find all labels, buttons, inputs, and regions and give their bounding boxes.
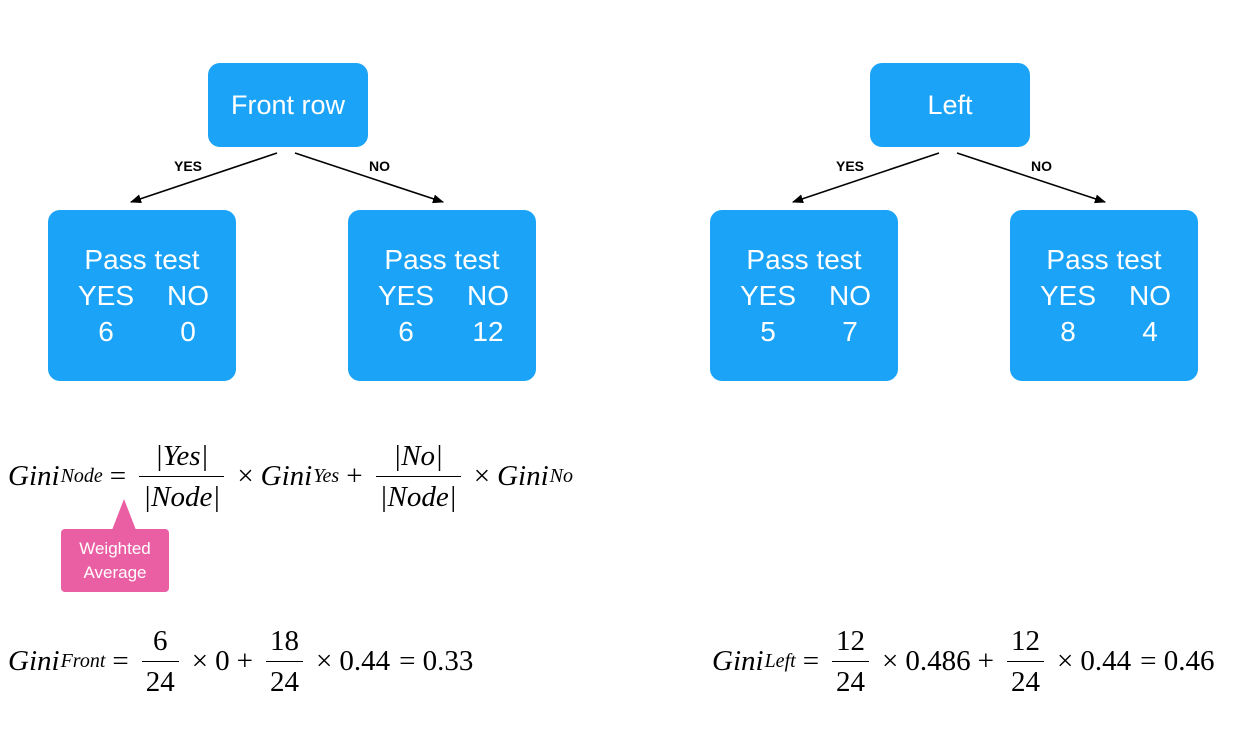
leaf-col-yes: YES xyxy=(1039,279,1097,311)
fraction-denominator: 24 xyxy=(1007,661,1045,700)
formula-lhs-sub: Front xyxy=(60,650,106,672)
plus-sign: + xyxy=(346,460,363,492)
plus-sign: + xyxy=(977,645,995,677)
formula-term: Gini xyxy=(260,460,313,492)
fraction-2: 18 24 xyxy=(265,623,303,700)
times-sign: × xyxy=(473,460,491,492)
times-sign: × xyxy=(1057,645,1074,677)
formula-term: Gini xyxy=(497,460,549,492)
edge-left-yes xyxy=(791,152,940,204)
fraction-denominator: 24 xyxy=(832,661,870,700)
fraction-numerator: 12 xyxy=(836,625,866,657)
leaf-node-front-yes: Pass test YES NO 6 0 xyxy=(48,210,236,381)
leaf-node-front-no: Pass test YES NO 6 12 xyxy=(348,210,536,381)
root-label: Left xyxy=(927,89,973,120)
formula-value: 0.44 xyxy=(339,645,391,677)
leaf-no-count: 4 xyxy=(1142,315,1158,347)
leaf-title: Pass test xyxy=(746,243,862,275)
edge-left-no xyxy=(956,152,1107,204)
leaf-col-yes: YES xyxy=(77,279,135,311)
weighted-average-callout: Weighted Average xyxy=(61,529,169,592)
formula-value: 0.44 xyxy=(1080,645,1132,677)
leaf-yes-count: 5 xyxy=(760,315,776,347)
edge-label-no: NO xyxy=(1031,158,1052,174)
edge-label-yes: YES xyxy=(174,158,203,174)
fraction-denominator: 24 xyxy=(141,661,179,700)
formula-result: = 0.33 xyxy=(399,645,474,677)
formula-lhs: Gini xyxy=(712,645,764,677)
leaf-col-no: NO xyxy=(829,279,871,311)
formula-term-sub: No xyxy=(549,465,573,487)
callout-pointer xyxy=(112,499,136,530)
leaf-node-left-yes: Pass test YES NO 5 7 xyxy=(710,210,898,381)
fraction-2: 12 24 xyxy=(1007,623,1045,700)
callout-line-2: Average xyxy=(83,562,147,582)
root-node-left: Left xyxy=(870,63,1030,147)
formula-value: 0 xyxy=(215,645,230,677)
formula-term-sub: Yes xyxy=(313,465,340,487)
equals-sign: = xyxy=(802,645,820,677)
leaf-col-no: NO xyxy=(1129,279,1171,311)
formula-value: 0.486 xyxy=(905,645,971,677)
edge-front-yes xyxy=(129,152,278,204)
edge-label-no: NO xyxy=(369,158,390,174)
fraction-denominator: |Node| xyxy=(139,476,225,515)
formula-lhs-sub: Node xyxy=(60,465,103,487)
leaf-yes-count: 6 xyxy=(398,315,414,347)
edge-label-yes: YES xyxy=(836,158,865,174)
leaf-no-count: 12 xyxy=(472,315,504,347)
fraction-numerator: 18 xyxy=(269,625,299,657)
formula-lhs: Gini xyxy=(8,645,60,677)
root-label: Front row xyxy=(230,89,346,120)
plus-sign: + xyxy=(236,645,253,677)
leaf-no-count: 7 xyxy=(842,315,858,347)
leaf-title: Pass test xyxy=(1046,243,1162,275)
fraction-denominator: |Node| xyxy=(375,476,461,515)
leaf-node-left-no: Pass test YES NO 8 4 xyxy=(1010,210,1198,381)
equals-sign: = xyxy=(109,460,127,492)
leaf-title: Pass test xyxy=(384,243,500,275)
leaf-col-yes: YES xyxy=(377,279,435,311)
root-node-front-row: Front row xyxy=(208,63,368,147)
fraction-yes: |Yes| |Node| xyxy=(139,438,225,515)
times-sign: × xyxy=(315,645,333,677)
formula-lhs-sub: Left xyxy=(764,650,796,672)
formula-lhs: Gini xyxy=(8,460,60,492)
leaf-col-yes: YES xyxy=(739,279,797,311)
leaf-col-no: NO xyxy=(167,279,209,311)
leaf-yes-count: 8 xyxy=(1060,315,1076,347)
fraction-1: 12 24 xyxy=(832,623,870,700)
leaf-col-no: NO xyxy=(467,279,509,311)
equals-sign: = xyxy=(112,645,129,677)
fraction-numerator: |No| xyxy=(393,440,444,472)
fraction-denominator: 24 xyxy=(265,661,303,700)
callout-line-1: Weighted xyxy=(79,538,151,558)
leaf-no-count: 0 xyxy=(180,315,196,347)
edge-front-no xyxy=(294,152,445,204)
times-sign: × xyxy=(882,645,899,677)
times-sign: × xyxy=(237,460,254,492)
fraction-numerator: |Yes| xyxy=(154,440,209,472)
fraction-1: 6 24 xyxy=(141,623,179,700)
leaf-title: Pass test xyxy=(84,243,200,275)
fraction-numerator: 12 xyxy=(1011,625,1041,657)
fraction-numerator: 6 xyxy=(153,625,168,657)
fraction-no: |No| |Node| xyxy=(375,438,461,515)
leaf-yes-count: 6 xyxy=(98,315,114,347)
formula-result: = 0.46 xyxy=(1140,645,1215,677)
times-sign: × xyxy=(191,645,209,677)
